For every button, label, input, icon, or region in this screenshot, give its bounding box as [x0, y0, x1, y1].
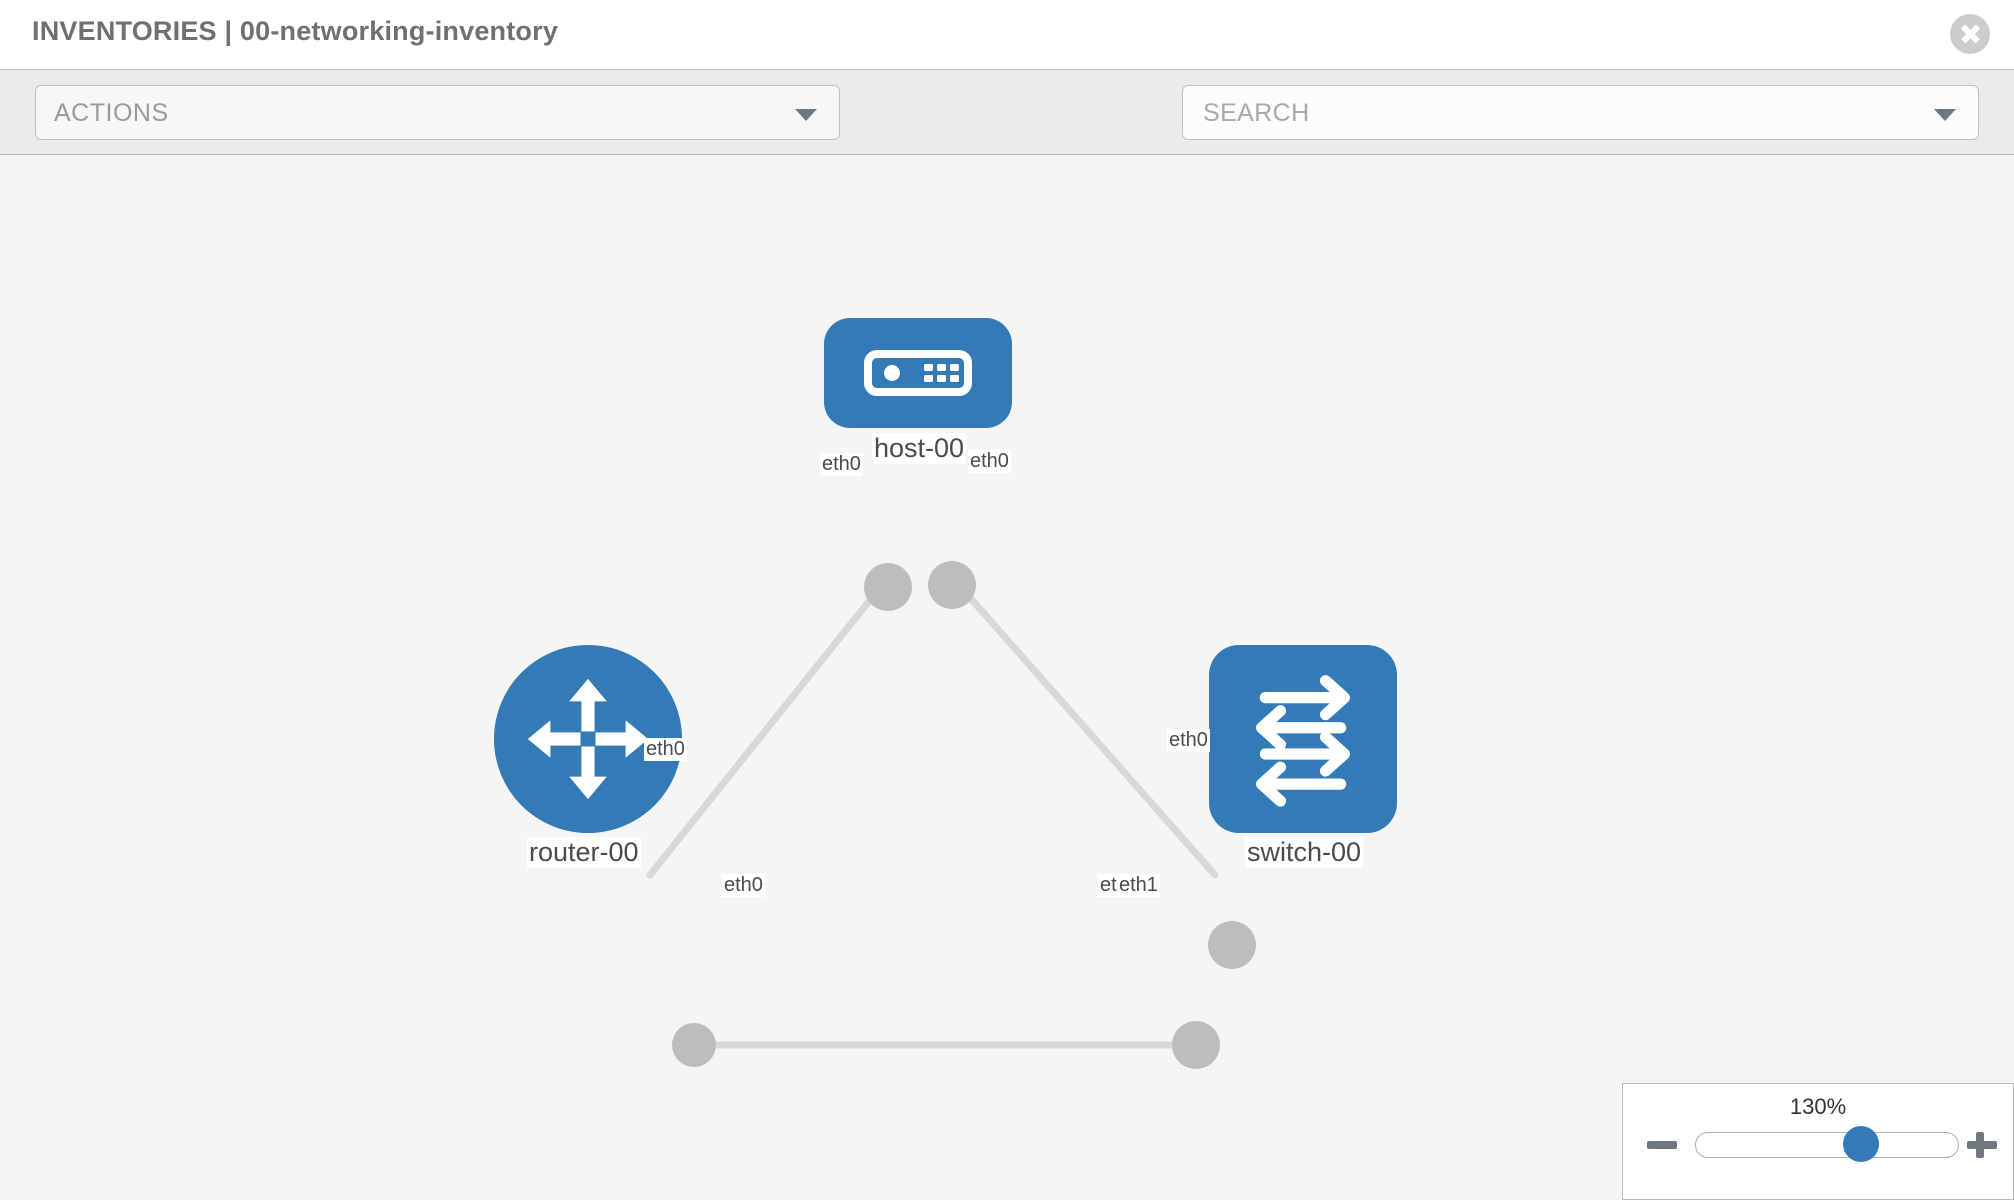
- minus-icon[interactable]: [1645, 1128, 1679, 1162]
- zoom-slider-track[interactable]: [1695, 1126, 1959, 1162]
- window-header: INVENTORIES | 00-networking-inventory: [0, 0, 2014, 70]
- close-icon[interactable]: [1950, 14, 1990, 54]
- topology-graph: [646, 561, 1256, 1069]
- link-host-router: [646, 571, 894, 879]
- search-field-wrapper[interactable]: [1182, 85, 1979, 141]
- toolbar: ACTIONS: [0, 70, 2014, 200]
- zoom-slider-thumb[interactable]: [1843, 1126, 1880, 1162]
- node-label-host-00: host-00: [872, 433, 967, 464]
- edge-label-interface: eth1: [1117, 874, 1160, 897]
- chevron-down-icon: [795, 109, 817, 121]
- zoom-level-label: 130%: [1789, 1094, 1847, 1119]
- host-node-shape[interactable]: [824, 318, 1012, 428]
- node-label-router-00: router-00: [527, 837, 641, 868]
- chevron-down-icon[interactable]: [1934, 109, 1956, 121]
- edge-label-interface: eth0: [644, 738, 687, 761]
- actions-dropdown[interactable]: ACTIONS: [35, 85, 840, 140]
- switch-node-shape[interactable]: [1209, 645, 1397, 833]
- server-icon: [864, 350, 972, 396]
- topology-canvas[interactable]: host-00 router-00: [0, 155, 2014, 1200]
- topology-node-switch-00[interactable]: switch-00: [1209, 645, 1397, 868]
- edge-label-interface: eth0: [820, 453, 863, 476]
- actions-dropdown-label: ACTIONS: [54, 99, 169, 127]
- search-input[interactable]: [1201, 86, 1905, 141]
- switch-arrows-icon: [1256, 675, 1350, 807]
- edge-label-interface: eth0: [968, 450, 1011, 473]
- plus-icon-bar-v: [1976, 1132, 1984, 1158]
- plus-icon[interactable]: [1965, 1128, 1999, 1162]
- minus-icon-bar: [1647, 1141, 1677, 1149]
- link-host-switch: [946, 571, 1219, 879]
- edge-label-interface: eth0: [722, 874, 765, 897]
- topology-node-host-00[interactable]: host-00: [824, 318, 1012, 464]
- page-title: INVENTORIES | 00-networking-inventory: [32, 16, 559, 46]
- connector-dots: [672, 561, 1256, 1069]
- edge-label-interface: eth0: [1167, 729, 1210, 752]
- node-label-switch-00: switch-00: [1245, 837, 1364, 868]
- router-arrows-icon: [527, 678, 649, 800]
- zoom-control-panel: 130%: [1622, 1083, 2014, 1200]
